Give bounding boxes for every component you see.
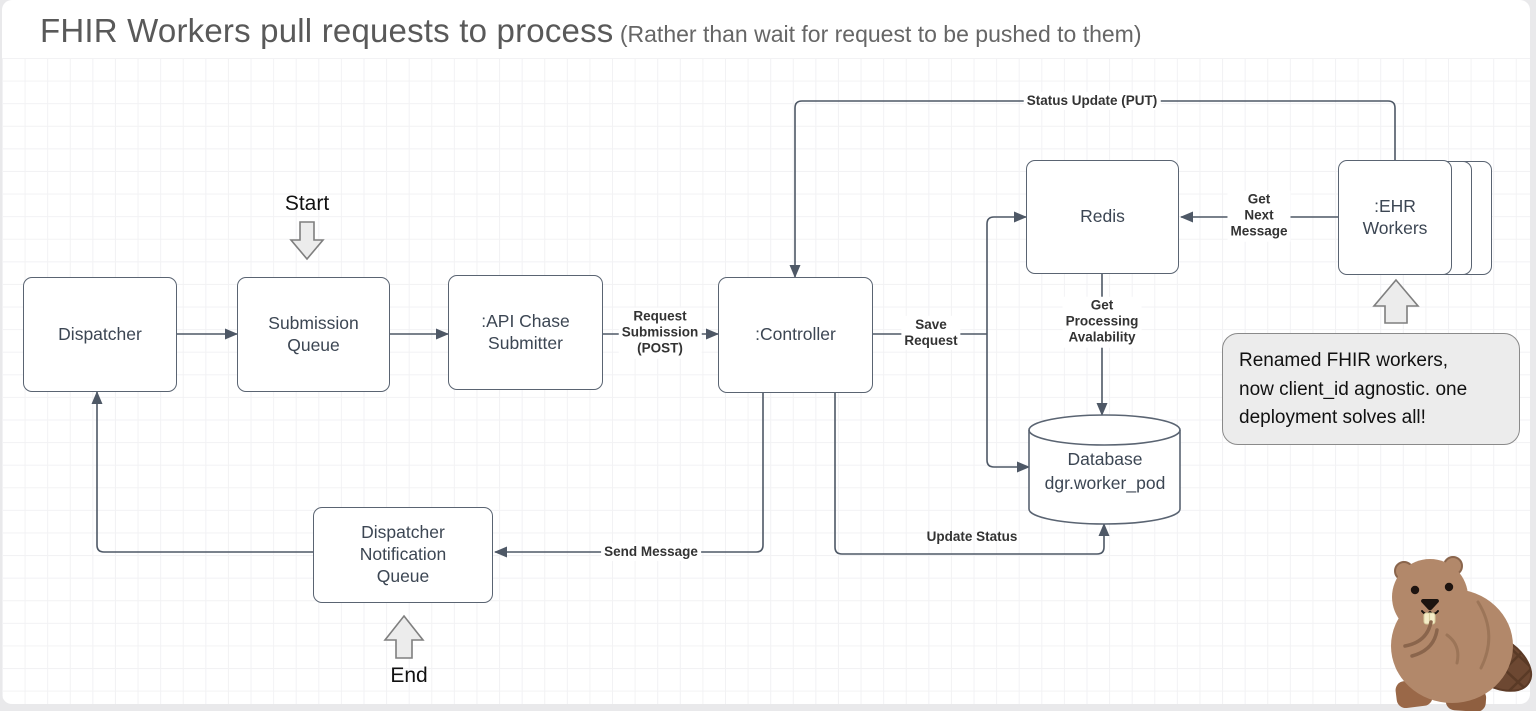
- end-label: End: [390, 664, 428, 687]
- note-callout[interactable]: Renamed FHIR workers, now client_id agno…: [1222, 333, 1520, 445]
- node-api-chase-submitter[interactable]: :API Chase Submitter: [448, 275, 603, 390]
- edge-send-message: [494, 393, 764, 558]
- node-submission-queue[interactable]: Submission Queue: [237, 277, 390, 392]
- edge-label-get-next-message: Get Next Message: [1227, 190, 1291, 242]
- edge-label-update-status: Update Status: [926, 528, 1018, 544]
- node-dispatcher[interactable]: Dispatcher: [23, 277, 177, 392]
- node-ehr-workers[interactable]: :EHR Workers: [1338, 160, 1452, 275]
- edge-label-request-submission: Request Submission (POST): [618, 307, 702, 359]
- node-controller[interactable]: :Controller: [718, 277, 873, 393]
- edge-save-request-to-database: [986, 334, 1030, 473]
- edge-label-save-request: Save Request: [901, 315, 961, 351]
- edge-save-request-to-redis: [986, 211, 1027, 334]
- note-arrow-icon: [1372, 278, 1420, 324]
- start-arrow-icon: [289, 221, 325, 261]
- title-subtitle: (Rather than wait for request to be push…: [613, 21, 1142, 47]
- end-arrow-icon: [383, 614, 425, 659]
- diagram-title: FHIR Workers pull requests to process (R…: [40, 12, 1142, 50]
- node-database-label[interactable]: Database dgr.worker_pod: [1044, 449, 1166, 493]
- database-cylinder-shape: [1028, 414, 1181, 525]
- beaver-illustration: [1391, 556, 1536, 711]
- edge-update-status: [834, 393, 1110, 555]
- start-label: Start: [284, 192, 330, 215]
- node-dispatcher-notification-queue[interactable]: Dispatcher Notification Queue: [313, 507, 493, 603]
- edge-dnq-to-dispatcher: [91, 391, 313, 553]
- edge-label-status-update: Status Update (PUT): [1023, 91, 1161, 111]
- title-main: FHIR Workers pull requests to process: [40, 12, 614, 49]
- edge-label-send-message: Send Message: [601, 542, 701, 562]
- edge-label-get-processing-availability: Get Processing Avalability: [1062, 296, 1142, 348]
- node-redis[interactable]: Redis: [1026, 160, 1179, 274]
